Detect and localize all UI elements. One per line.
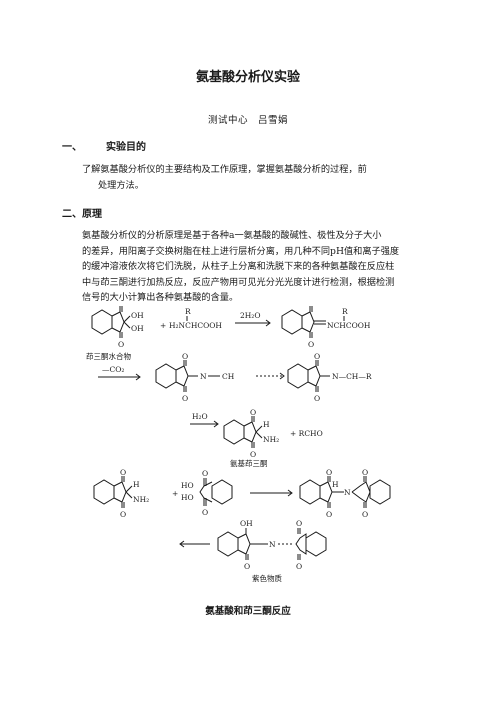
purple-product-structure [217, 528, 327, 560]
plus-sign: + [160, 321, 166, 330]
ho-label: HO [181, 493, 194, 502]
nh2-label: NH₂ [133, 495, 149, 504]
paragraph-line: 中与茚三酮进行加热反应，反应产物用可见光分光光度计进行检测，根据检测 [82, 276, 395, 288]
arrowhead [135, 373, 141, 381]
imine-intermediate-structure [287, 360, 330, 392]
amino-acid-formula: H₂NCHCOOH [169, 321, 222, 330]
rcho-label: + RCHO [290, 429, 323, 438]
section-heading-principle: 二、原理 [62, 209, 102, 220]
intermediate-structure [281, 306, 326, 338]
paragraph-line: 处理方法。 [98, 179, 144, 191]
o-label: O [296, 519, 302, 528]
h-label: H [133, 480, 140, 489]
o-label: O [296, 562, 302, 571]
o-label: O [250, 450, 256, 459]
arrowhead [287, 489, 293, 497]
ninhydrin-hydrate-structure [199, 478, 233, 506]
oh-label: OH [131, 311, 144, 320]
water-arrow-label: 2H₂O [240, 311, 260, 320]
intermediate-tail-formula: NCHCOOH [327, 321, 371, 330]
h-label: H [332, 480, 339, 489]
arrowhead [213, 420, 219, 428]
o-label: O [202, 508, 208, 517]
o-label: O [308, 306, 314, 307]
r-group-label: R [185, 307, 191, 316]
aminoindanone-structure [223, 416, 263, 448]
o-label: O [362, 510, 368, 519]
arrowhead [179, 540, 185, 548]
o-label: O [326, 510, 332, 519]
paragraph-line: 的缓冲溶液依次将它们洗脱，从柱子上分离和洗脱下来的各种氨基酸在反应柱 [82, 261, 395, 272]
oh-label: OH [240, 519, 253, 528]
oh-label: OH [131, 324, 144, 333]
ch2-label: CH [222, 372, 235, 381]
ho-label: HO [181, 481, 194, 490]
decarboxylated-intermediate-structure [155, 360, 198, 392]
r-group-label: R [342, 307, 348, 316]
o-label: O [118, 306, 124, 307]
n-link-label: N [344, 488, 351, 497]
reaction-scheme-figure: O O OH OH 茚三酮水合物 + R H₂NCHCOOH 2H₂O O O … [86, 306, 391, 583]
o-label: O [120, 510, 126, 519]
o-label: O [250, 408, 256, 417]
purpose-paragraph: 了解氨基酸分析仪的主要结构及工作原理，掌握氨基酸分析的过程，前 处理方法。 [82, 162, 412, 193]
author-line: 测试中心 吕雪娟 [207, 115, 288, 126]
section-heading-purpose: 一、 实验目的 [62, 138, 146, 153]
co2-arrow-label: —CO₂ [102, 365, 124, 374]
o-label: O [314, 352, 320, 361]
h-label: H [263, 420, 270, 429]
n-link-label: N [200, 372, 207, 381]
paragraph-line: 氨基酸分析仪的分析原理是基于各种a一氨基酸的酸碱性、极性及分子大小 [82, 230, 382, 241]
o-label: O [308, 340, 314, 349]
o-label: O [314, 394, 320, 403]
arrowhead [265, 319, 271, 327]
o-label: O [202, 469, 208, 478]
o-label: O [362, 468, 368, 477]
condensation-product-structure [299, 476, 391, 508]
section-title: 实验目的 [106, 142, 146, 153]
aminoindanone-structure [93, 476, 133, 508]
ninhydrin-hydrate-label: 茚三酮水合物 [86, 351, 131, 361]
h2o-arrow-label: H₂O [192, 412, 208, 421]
o-label: O [182, 394, 188, 403]
ninhydrin-hydrate-structure [91, 306, 131, 338]
n-link-label: N [269, 540, 276, 549]
imine-tail-label: N—CH—R [332, 372, 372, 381]
plus-sign: + [172, 489, 178, 498]
arrowhead [279, 372, 285, 380]
page-title: 氨基酸分析仪实验 [195, 70, 300, 85]
purple-product-caption: 紫色物质 [252, 573, 282, 583]
paragraph-line: 信号的大小计算出各种氨基酸的含量。 [82, 292, 239, 303]
o-label: O [326, 468, 332, 477]
principle-paragraph: 氨基酸分析仪的分析原理是基于各种a一氨基酸的酸碱性、极性及分子大小 的差异，用阳… [82, 228, 414, 306]
paragraph-line: 了解氨基酸分析仪的主要结构及工作原理，掌握氨基酸分析的过程，前 [82, 164, 367, 175]
o-label: O [244, 562, 250, 571]
o-label: O [120, 468, 126, 477]
aminoindanone-caption: 氨基茚三酮 [230, 458, 268, 468]
figure-caption: 氨基酸和茚三酮反应 [205, 606, 291, 617]
o-label: O [182, 352, 188, 361]
paragraph-line: 的差异，用阳离子交换树脂在柱上进行层析分离，用几种不同pH值和离子强度 [82, 245, 400, 257]
nh2-label: NH₂ [263, 435, 279, 444]
o-label: O [118, 340, 124, 349]
section-number: 一、 [62, 142, 82, 153]
